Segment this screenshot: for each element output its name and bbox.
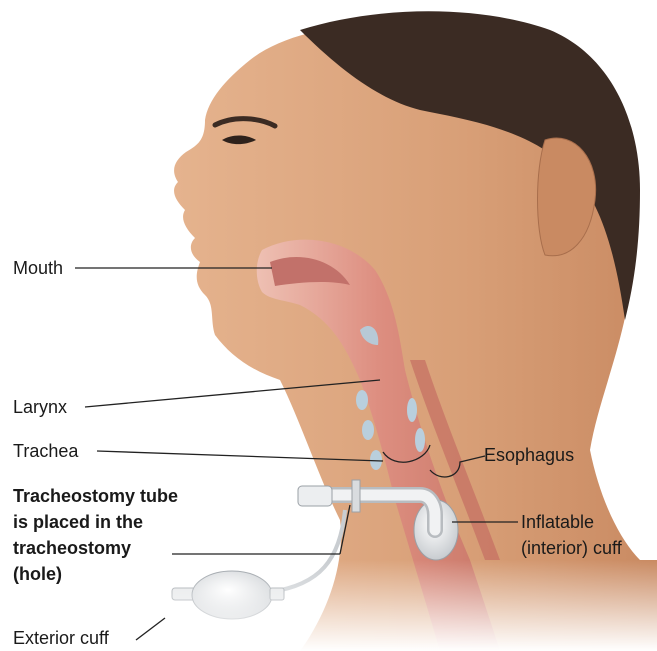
label-inflatable-line2: (interior) cuff — [521, 538, 622, 559]
label-inflatable-line1: Inflatable — [521, 512, 594, 533]
label-larynx: Larynx — [13, 397, 67, 418]
label-trachea: Trachea — [13, 441, 78, 462]
label-tube-line4: (hole) — [13, 564, 62, 585]
label-tube-line2: is placed in the — [13, 512, 143, 533]
label-exterior-cuff: Exterior cuff — [13, 628, 109, 649]
label-tube-line3: tracheostomy — [13, 538, 131, 559]
label-esophagus: Esophagus — [484, 445, 574, 466]
label-tube-line1: Tracheostomy tube — [13, 486, 178, 507]
label-mouth: Mouth — [13, 258, 63, 279]
